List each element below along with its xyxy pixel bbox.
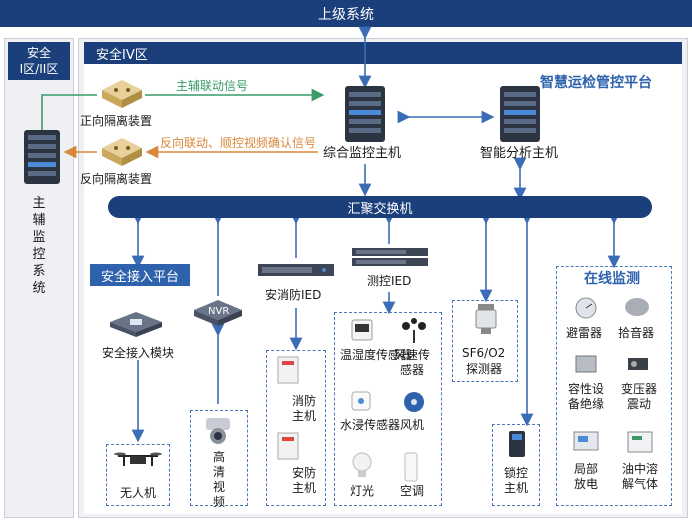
- fan-icon: [402, 390, 426, 418]
- zone-left-label-1: 安全: [26, 46, 51, 60]
- forward-isolation-label: 正向隔离装置: [80, 114, 153, 128]
- sf6-label-2: 探测器: [466, 362, 503, 376]
- forward-isolation-icon: [100, 78, 144, 114]
- lock-controller-icon: [508, 430, 526, 462]
- arrester-icon: [574, 296, 598, 324]
- lock-box: [492, 424, 540, 506]
- camera-icon: [200, 416, 238, 450]
- drone-box: [106, 444, 170, 506]
- reverse-signal-label: 反向联动、顺控视频确认信号: [160, 136, 317, 150]
- platform-title: 智慧运检管控平台: [540, 75, 652, 91]
- online-device-label-5: 油中溶解气体: [621, 462, 658, 491]
- drone-icon: [114, 450, 162, 478]
- analysis-host-label: 智能分析主机: [480, 146, 559, 161]
- drone-label: 无人机: [120, 486, 157, 500]
- zone-right-label: 安全IV区: [96, 47, 148, 63]
- online-device-label-4: 局部放电: [573, 462, 598, 491]
- oil-gas-icon: [626, 430, 654, 458]
- analysis-host-icon: [498, 86, 542, 146]
- water-sensor-icon: [350, 390, 372, 416]
- device-label-0: 温湿度传感器: [340, 348, 413, 362]
- fire-ied-label: 安消防IED: [265, 288, 322, 302]
- access-platform-label: 安全接入平台: [100, 269, 179, 285]
- nvr-icon: [192, 298, 244, 332]
- sound-pickup-icon: [624, 296, 650, 322]
- device-label-1: 风速传感器: [394, 348, 431, 377]
- online-monitoring-box: [556, 266, 672, 506]
- online-device-label-2: 容性设备绝缘: [567, 382, 604, 411]
- online-device-label-1: 拾音器: [618, 326, 655, 340]
- sf6-detector-icon: [474, 304, 498, 340]
- device-label-5: 空调: [400, 484, 425, 498]
- online-device-label-3: 变压器震动: [620, 382, 657, 411]
- nvr-label: NVR: [208, 306, 230, 317]
- access-module-icon: [108, 310, 164, 342]
- device-label-4: 灯光: [350, 484, 375, 498]
- line-forward-in: [41, 94, 97, 130]
- access-module-label: 安全接入模块: [102, 346, 175, 360]
- reverse-isolation-label: 反向隔离装置: [80, 172, 153, 186]
- zone-right-header: 安全IV区: [84, 42, 682, 64]
- reverse-isolation-icon: [100, 136, 144, 172]
- sf6-label-1: SF6/O2: [462, 346, 506, 360]
- zone-left-label-2: I区/II区: [19, 62, 59, 76]
- main-monitor-system-label: 主辅监控系统: [32, 196, 46, 296]
- main-monitor-server-icon: [22, 130, 62, 188]
- security-host-label: 安防主机: [291, 466, 316, 495]
- online-device-label-0: 避雷器: [566, 326, 603, 340]
- device-label-2: 水浸传感器: [340, 418, 401, 432]
- thermo-hygrometer-icon: [350, 318, 374, 346]
- online-monitoring-title: 在线监测: [584, 271, 640, 287]
- sf6-box: [452, 300, 518, 382]
- forward-signal-label: 主辅联动信号: [176, 79, 249, 93]
- fire-host-label: 消防主机: [291, 394, 316, 423]
- monitor-host-label: 综合监控主机: [323, 146, 402, 161]
- aggregation-switch-bar: 汇聚交换机: [108, 196, 652, 218]
- lock-label: 锁控主机: [503, 466, 528, 495]
- upper-system-bar: 上级系统: [0, 0, 692, 27]
- insulation-sensor-icon: [574, 354, 598, 378]
- zone-left-panel: [4, 38, 74, 518]
- measure-devices-box: [334, 312, 442, 506]
- security-host-icon: [277, 432, 299, 464]
- air-conditioner-icon: [404, 452, 418, 486]
- light-bulb-icon: [352, 452, 372, 484]
- camera-label: 高清视频: [212, 450, 225, 509]
- fire-ied-icon: [258, 262, 334, 282]
- device-label-3: 风机: [400, 418, 425, 432]
- measure-ied-icon: [352, 246, 428, 272]
- access-platform-box: 安全接入平台: [90, 264, 190, 286]
- zone-left-header: 安全 I区/II区: [8, 42, 70, 80]
- aggregation-switch-label: 汇聚交换机: [347, 201, 413, 217]
- partial-discharge-icon: [572, 430, 600, 456]
- fire-hosts-box: [266, 350, 326, 506]
- camera-box: [190, 410, 248, 506]
- anemometer-icon: [400, 318, 428, 348]
- monitor-host-icon: [343, 86, 387, 146]
- fire-host-icon: [277, 356, 299, 388]
- upper-system-label: 上级系统: [318, 6, 374, 23]
- measure-ied-label: 测控IED: [367, 274, 412, 288]
- vibration-sensor-icon: [626, 354, 650, 378]
